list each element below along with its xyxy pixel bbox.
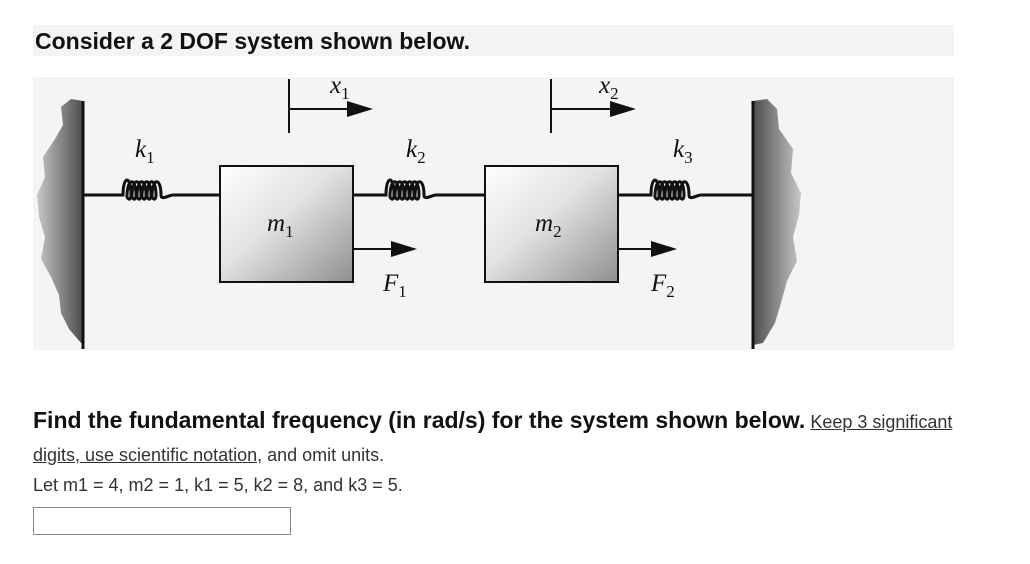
label-x1: x1 (329, 77, 350, 103)
instructions-link[interactable]: Keep 3 significant digits, use scientifi… (33, 412, 953, 465)
force-arrow-f1 (353, 241, 417, 257)
mass-1-block (219, 165, 354, 283)
label-f1: F1 (382, 270, 407, 301)
label-k1: k1 (135, 136, 155, 167)
spring-k2 (353, 178, 485, 201)
heading-bar: Consider a 2 DOF system shown below. (33, 25, 954, 56)
given-values: Let m1 = 4, m2 = 1, k1 = 5, k2 = 8, and … (33, 475, 403, 495)
displacement-arrow-x1 (288, 79, 373, 133)
label-k2: k2 (406, 136, 426, 167)
label-m2: m2 (535, 210, 562, 241)
spring-k3 (618, 178, 753, 201)
right-wall (751, 99, 801, 349)
answer-input[interactable] (33, 507, 291, 535)
label-k3: k3 (673, 136, 693, 167)
label-f2: F2 (650, 270, 675, 301)
problem-heading: Consider a 2 DOF system shown below. (35, 28, 470, 54)
force-arrow-f2 (618, 241, 677, 257)
displacement-arrow-x2 (550, 79, 636, 133)
question-text: Find the fundamental frequency (in rad/s… (33, 404, 963, 472)
spring-k1 (83, 178, 220, 201)
label-m1: m1 (267, 210, 294, 241)
label-x2: x2 (598, 77, 619, 103)
mass-2-block (484, 165, 619, 283)
question-bold-text: Find the fundamental frequency (in rad/s… (33, 407, 806, 433)
left-wall (37, 99, 85, 349)
diagram-svg: x1 x2 k1 k2 k3 m1 m2 F1 F2 (37, 77, 801, 349)
system-diagram: x1 x2 k1 k2 k3 m1 m2 F1 F2 (33, 77, 954, 350)
question-trailing-text: and omit units. (262, 445, 385, 465)
